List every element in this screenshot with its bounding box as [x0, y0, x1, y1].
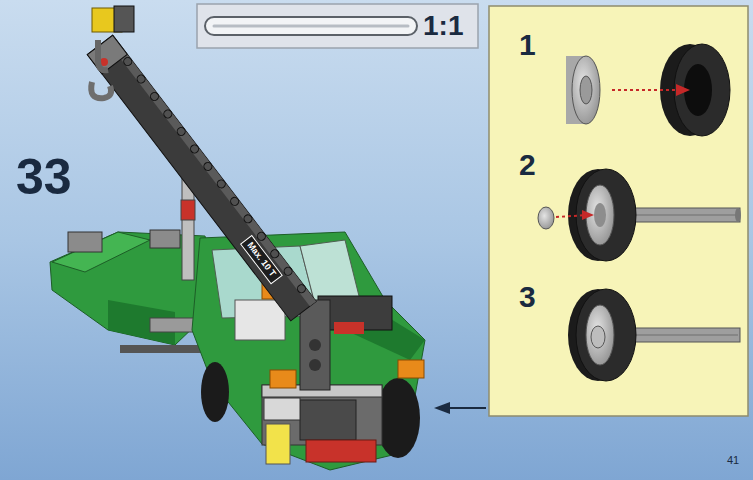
substep-panel: 1 2 3	[489, 6, 748, 416]
substep-number: 1	[519, 30, 536, 60]
scale-box: 1:1	[197, 4, 478, 48]
substep-number: 2	[519, 150, 536, 180]
crane-truck	[50, 6, 425, 470]
substep-panel	[489, 6, 748, 416]
placement-arrow	[434, 402, 486, 414]
scale-box	[197, 4, 478, 48]
scale-ratio: 1:1	[423, 12, 463, 40]
substep-number: 3	[519, 282, 536, 312]
wheel-axle	[538, 169, 741, 261]
step-number: 33	[16, 152, 72, 202]
wheel-assembled	[568, 289, 740, 381]
page-number: 41	[727, 455, 739, 466]
wheel-parts	[566, 44, 730, 136]
